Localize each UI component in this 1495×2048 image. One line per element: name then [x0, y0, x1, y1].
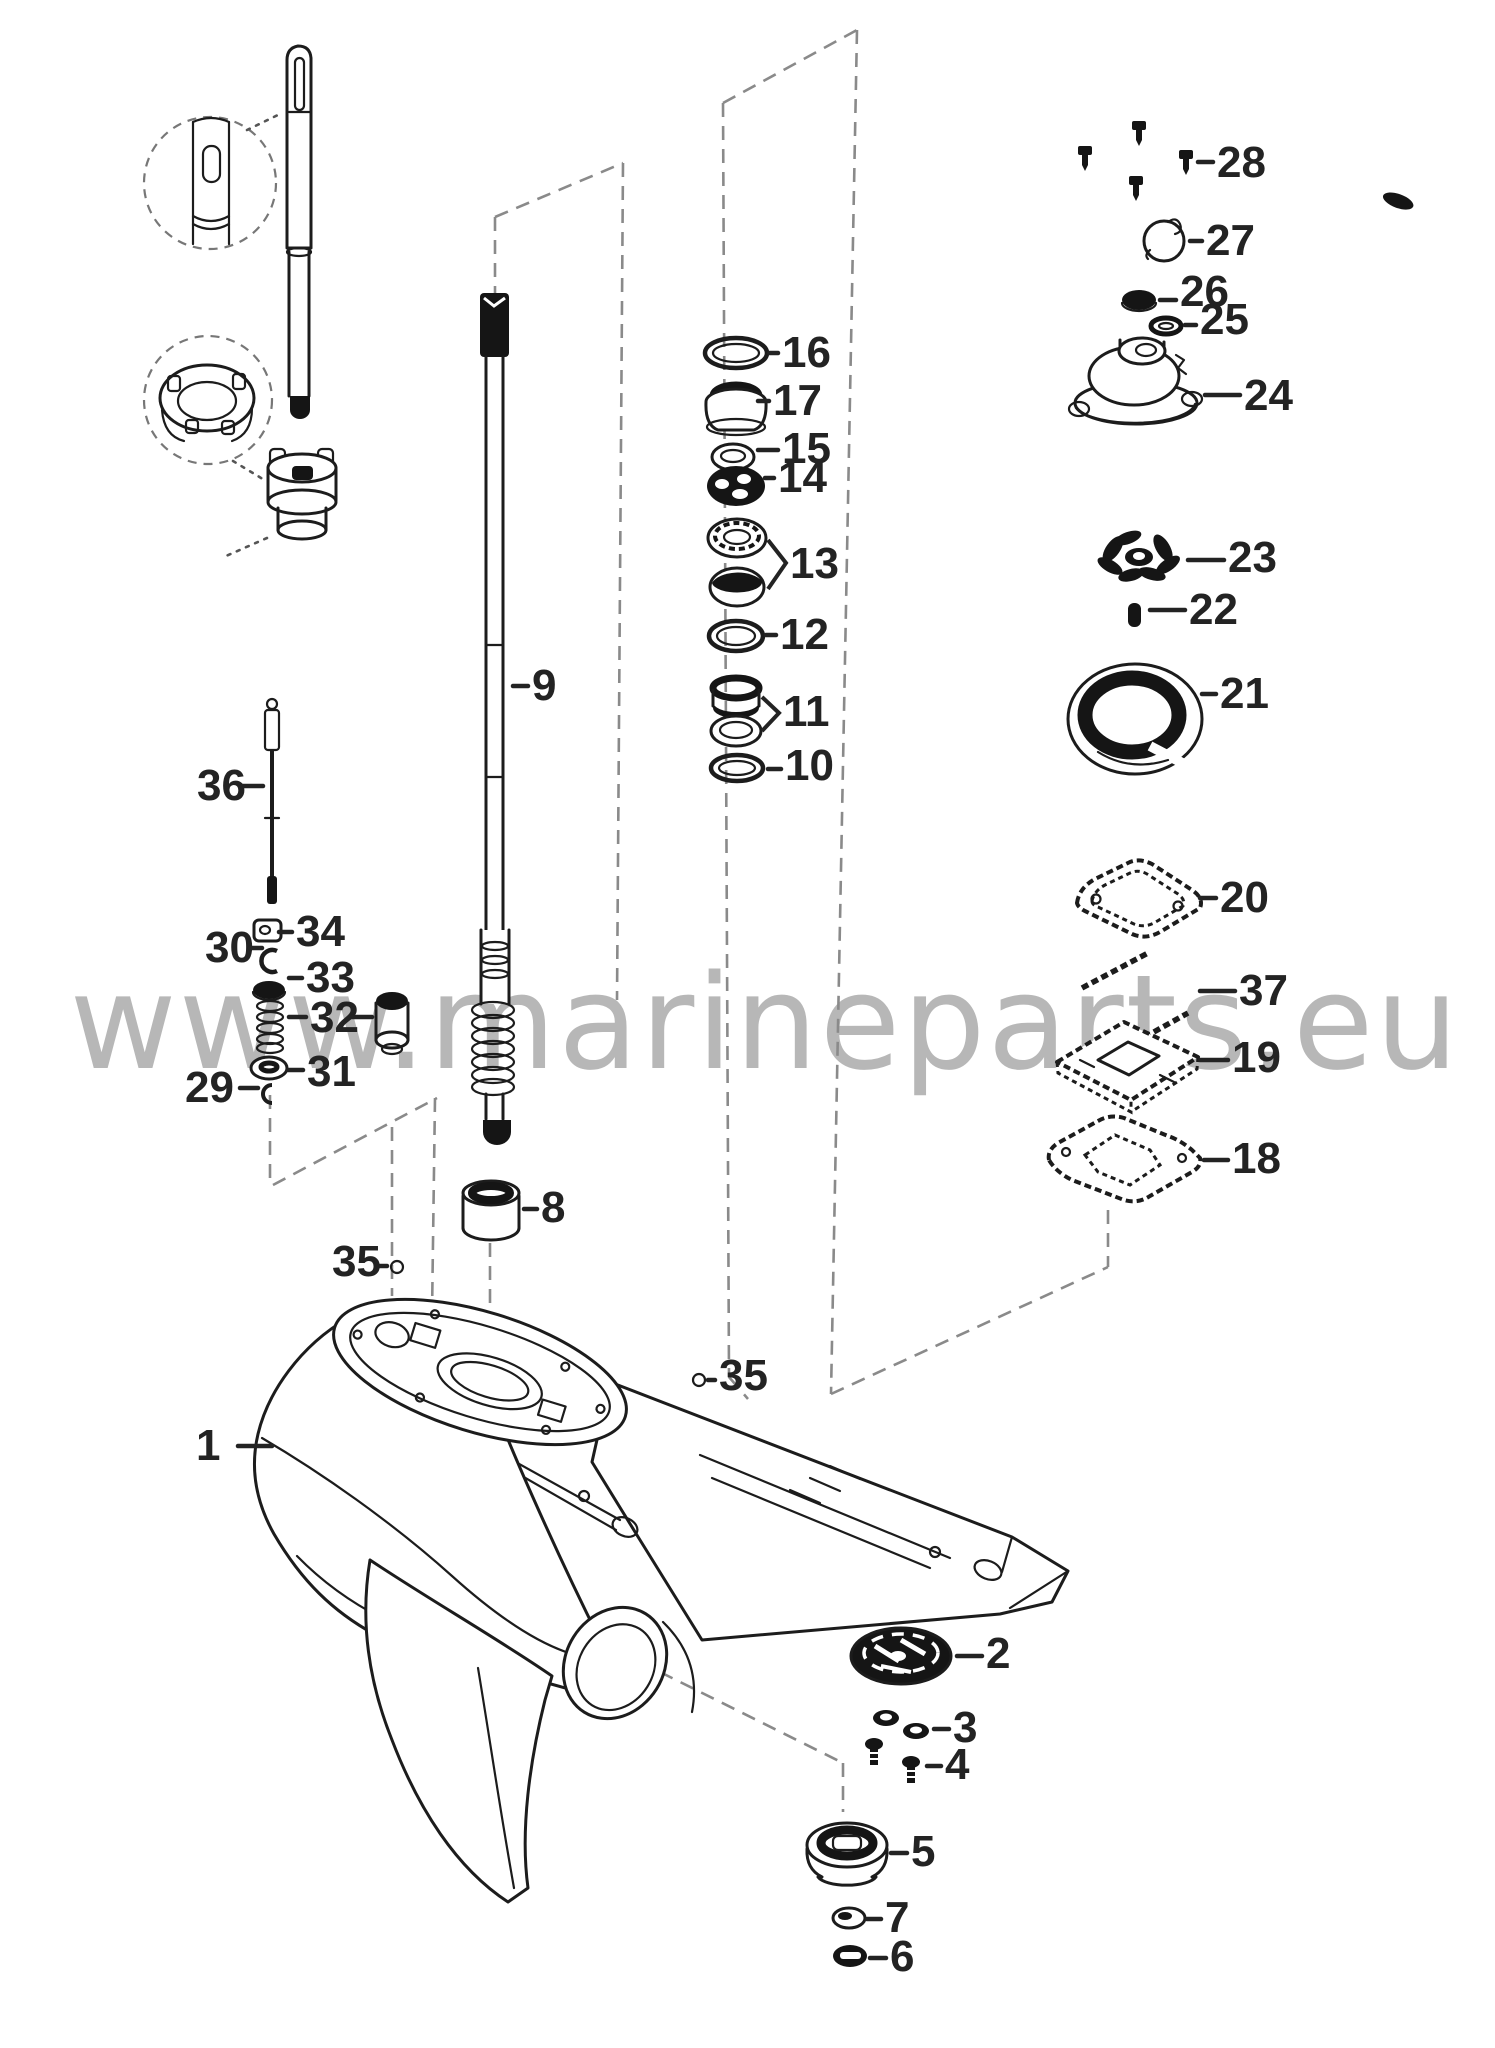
part-label-35-right: 35 — [719, 1351, 768, 1400]
part-label-31: 31 — [307, 1047, 356, 1096]
part-label-19: 19 — [1232, 1033, 1281, 1082]
part-label-27: 27 — [1206, 216, 1255, 265]
washer-31-drawing — [249, 1055, 289, 1081]
gasket-plate-20-drawing — [1075, 858, 1203, 939]
washer-25-drawing — [1148, 315, 1184, 337]
dowel-35-right — [691, 1372, 707, 1388]
clip-34-drawing — [252, 918, 283, 943]
driveshaft-spring — [470, 1000, 516, 1097]
spring-32-drawing — [255, 999, 285, 1055]
screws-28-drawing — [1078, 121, 1193, 201]
washer-15-drawing — [710, 442, 756, 472]
part-label-34: 34 — [296, 907, 345, 956]
part-label-9: 9 — [532, 661, 556, 710]
shift-rod-36-drawing — [263, 697, 281, 904]
part-label-23: 23 — [1228, 533, 1277, 582]
driveshaft-drawing — [470, 293, 516, 1145]
part-label-20: 20 — [1220, 873, 1269, 922]
part-label-33: 33 — [306, 953, 355, 1002]
part-label-36: 36 — [197, 761, 246, 810]
part-label-8: 8 — [541, 1183, 565, 1232]
pump-housing-24-drawing — [1067, 336, 1204, 426]
part-label-6: 6 — [890, 1932, 914, 1981]
part-label-17: 17 — [773, 376, 822, 425]
oring-12-drawing — [706, 618, 766, 654]
part-label-22: 22 — [1189, 585, 1238, 634]
bushing-drawing — [461, 1179, 521, 1242]
bearing-carrier-5-drawing — [805, 1821, 889, 1887]
oring-16-drawing — [702, 335, 770, 371]
eclip-29-drawing — [261, 1083, 273, 1105]
bearing-13-lower-drawing — [708, 566, 766, 608]
oring-10-drawing — [708, 752, 766, 784]
impeller-key-22-drawing — [1128, 603, 1141, 627]
part-label-2: 2 — [986, 1629, 1010, 1678]
watermark-text: www.marineparts.eu — [70, 946, 1461, 1099]
part-label-7: 7 — [885, 1893, 909, 1942]
shaft-detail-callout-circle — [142, 115, 278, 251]
ring-11-lower-drawing — [709, 714, 763, 748]
impeller-23-drawing — [1097, 192, 1414, 582]
part-label-16: 16 — [782, 328, 831, 377]
washers-3-drawing — [873, 1710, 929, 1739]
seal-17-drawing — [704, 381, 768, 437]
gearcase-housing-drawing — [253, 1297, 1070, 1904]
part-label-1: 1 — [196, 1421, 220, 1470]
part-label-37: 37 — [1239, 966, 1288, 1015]
bearing-13-upper-drawing — [706, 517, 768, 559]
coupler-detail-callout-circle — [142, 334, 274, 466]
part-label-21: 21 — [1220, 669, 1269, 718]
part-label-12: 12 — [780, 610, 829, 659]
part-label-35-left: 35 — [332, 1237, 381, 1286]
gasket-18-drawing — [1046, 1114, 1203, 1204]
bearing-14-drawing — [707, 466, 765, 506]
dowel-35-left — [389, 1259, 405, 1275]
bolts-4-drawing — [865, 1738, 920, 1783]
cover-2-drawing — [849, 1626, 953, 1686]
nut-33-drawing — [251, 981, 287, 1002]
part-label-18: 18 — [1232, 1134, 1281, 1183]
part-label-26: 26 — [1180, 267, 1229, 316]
part-label-25: 25 — [1200, 295, 1249, 344]
part-label-3: 3 — [953, 1703, 977, 1752]
part-label-29: 29 — [185, 1063, 234, 1112]
grommet-27-drawing — [1142, 218, 1186, 263]
part-label-10: 10 — [785, 741, 834, 790]
part-label-24: 24 — [1244, 371, 1293, 420]
gasket-ring-21-drawing — [1066, 662, 1204, 776]
part-label-5: 5 — [911, 1827, 935, 1876]
part-labels: 1 2 3 4 5 6 7 8 9 10 11 12 13 14 15 16 1 — [185, 138, 1293, 1981]
part-label-30: 30 — [205, 923, 254, 972]
cup-11-upper-drawing — [709, 674, 763, 718]
assembly-guide-lines — [268, 28, 1110, 1812]
eclip-30-drawing — [259, 947, 278, 975]
part-label-14: 14 — [778, 453, 827, 502]
part-label-15: 15 — [782, 424, 831, 473]
nut-7-drawing — [831, 1906, 867, 1930]
part-label-11: 11 — [783, 687, 830, 736]
part-label-13: 13 — [790, 539, 839, 588]
pump-base-plate-19-drawing — [1055, 1020, 1200, 1115]
nut-26-drawing — [1120, 290, 1158, 313]
bearing-32-right-drawing — [374, 992, 410, 1056]
shift-shaft-drawing — [285, 44, 313, 419]
part-label-4: 4 — [945, 1740, 970, 1789]
part-label-28: 28 — [1217, 138, 1266, 187]
plug-6-drawing — [833, 1945, 867, 1967]
clutch-coupler-drawing — [266, 447, 338, 541]
